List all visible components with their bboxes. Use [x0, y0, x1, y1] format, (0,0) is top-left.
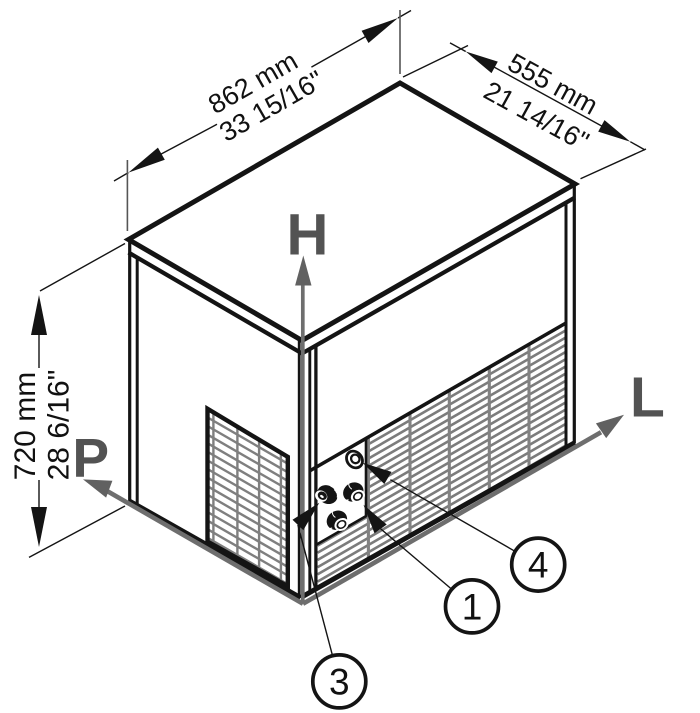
- svg-text:4: 4: [528, 545, 549, 586]
- svg-text:3: 3: [329, 661, 350, 702]
- svg-text:720 mm: 720 mm: [9, 372, 42, 480]
- svg-text:P: P: [72, 427, 109, 489]
- svg-text:28 6/16": 28 6/16": [43, 370, 76, 481]
- svg-text:L: L: [630, 365, 665, 429]
- svg-text:1: 1: [462, 586, 483, 627]
- svg-text:H: H: [287, 203, 329, 268]
